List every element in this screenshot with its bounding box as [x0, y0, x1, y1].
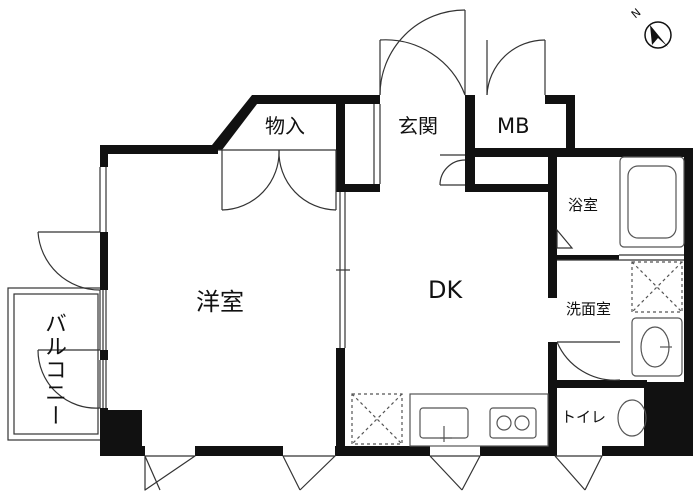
washer-space [631, 261, 683, 313]
compass [644, 21, 672, 49]
dining-kitchen-label: DK [428, 276, 463, 304]
balcony-inner [13, 293, 99, 435]
toilet-label: トイレ [561, 408, 607, 426]
bathroom-label: 浴室 [568, 196, 599, 214]
washroom-label: 洗面室 [566, 300, 612, 318]
fixtures [351, 156, 685, 447]
wash-basin [631, 317, 683, 377]
bathtub [619, 156, 685, 248]
toilet-bowl [617, 399, 647, 437]
balcony-label: バルコニー [41, 312, 66, 427]
doors [37, 9, 621, 491]
balcony-outline [7, 287, 104, 441]
storage-label: 物入 [265, 114, 305, 138]
fridge-space [351, 393, 403, 445]
north-arrow-icon [650, 25, 668, 47]
compass-circle-icon [644, 21, 672, 49]
entrance-label: 玄関 [398, 114, 438, 138]
western-room-label: 洋室 [196, 288, 244, 316]
kitchen-counter [409, 393, 549, 447]
walls [100, 95, 693, 456]
meter-box-label: MB [497, 114, 530, 138]
stove [489, 407, 537, 439]
